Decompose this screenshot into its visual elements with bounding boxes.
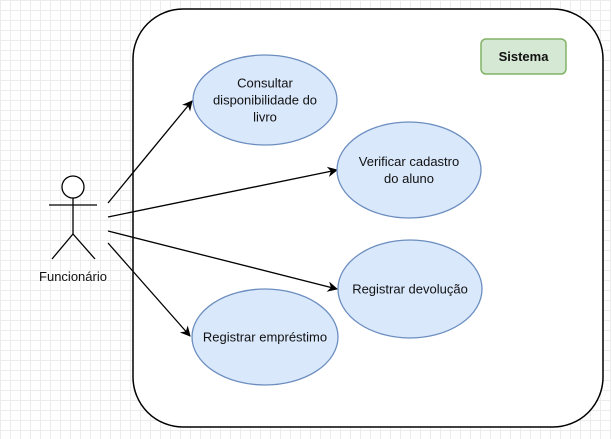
association-verificar[interactable]	[107, 166, 339, 218]
use-case-consultar[interactable]: Consultar disponibilidade do livro	[192, 54, 338, 146]
actor-head-icon	[61, 175, 85, 199]
actor-left-leg-icon	[51, 233, 74, 260]
system-label: Sistema	[499, 49, 550, 64]
use-case-ellipse	[192, 54, 338, 146]
system-label-background	[480, 38, 567, 75]
use-case-ellipse	[337, 239, 483, 339]
use-case-label-line: Registrar empréstimo	[203, 330, 327, 345]
use-case-label-line: do aluno	[384, 171, 434, 186]
use-case-devolucao[interactable]: Registrar devolução	[337, 239, 483, 339]
use-case-label-line: livro	[253, 110, 277, 125]
use-case-label-line: Registrar devolução	[352, 282, 468, 297]
use-case-ellipse	[191, 288, 339, 386]
use-case-label: Verificar cadastro do aluno	[359, 154, 459, 186]
associations	[107, 100, 339, 337]
actor-right-leg-icon	[72, 233, 96, 260]
use-case-label: Consultar disponibilidade do livro	[213, 76, 317, 125]
use-case-label-line: disponibilidade do	[213, 93, 317, 108]
actor-label: Funcionário	[39, 269, 107, 284]
use-case-emprestimo[interactable]: Registrar empréstimo	[191, 288, 339, 386]
use-case-label: Registrar empréstimo	[203, 330, 327, 345]
use-case-label-line: Verificar cadastro	[359, 154, 459, 169]
use-case-label-line: Consultar	[237, 76, 293, 91]
use-case-verificar[interactable]: Verificar cadastro do aluno	[336, 121, 482, 219]
association-devolucao[interactable]	[107, 230, 339, 292]
association-consultar[interactable]	[107, 100, 193, 204]
association-emprestimo[interactable]	[107, 242, 191, 337]
use-case-label: Registrar devolução	[352, 282, 468, 297]
actor-funcionario[interactable]: Funcionário	[39, 175, 107, 284]
use-case-ellipse	[336, 121, 482, 219]
system-label-box[interactable]: Sistema	[480, 38, 567, 75]
